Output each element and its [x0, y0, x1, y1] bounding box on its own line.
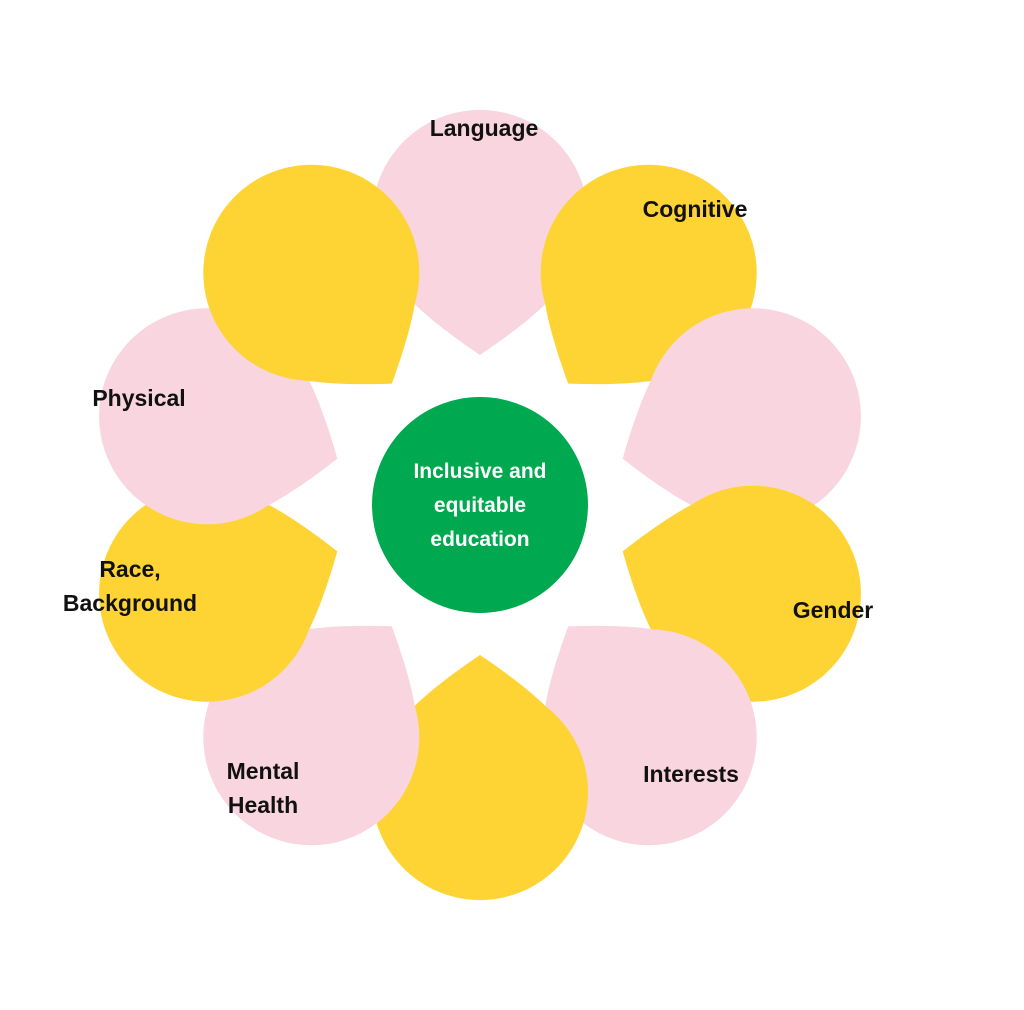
petal-label-bottom-left-line-1: Mental [227, 758, 300, 784]
petal-left-lower [99, 485, 338, 702]
petal-label-top-right: Cognitive [643, 196, 748, 222]
center-circle [372, 397, 588, 613]
petals-group [99, 109, 861, 901]
petal-label-left-lower-line-1: Race, [99, 556, 160, 582]
petal-label-right-lower: Gender [793, 597, 874, 623]
center-label-line-1: Inclusive and [413, 460, 546, 483]
petal-top [372, 109, 588, 355]
petal-top-left [203, 164, 420, 385]
petal-bottom-right [540, 625, 757, 846]
petal-label-left-upper: Physical [92, 385, 185, 411]
petal-label-left-lower-line-2: Background [63, 590, 197, 616]
center-label-line-3: education [430, 528, 529, 551]
petal-label-bottom-left-line-2: Health [228, 792, 298, 818]
petal-bottom [372, 655, 588, 901]
petal-label-bottom-right: Interests [643, 761, 739, 787]
petal-label-top: Language [430, 115, 539, 141]
petal-right-upper [622, 308, 861, 525]
center-label-line-2: equitable [434, 494, 526, 517]
